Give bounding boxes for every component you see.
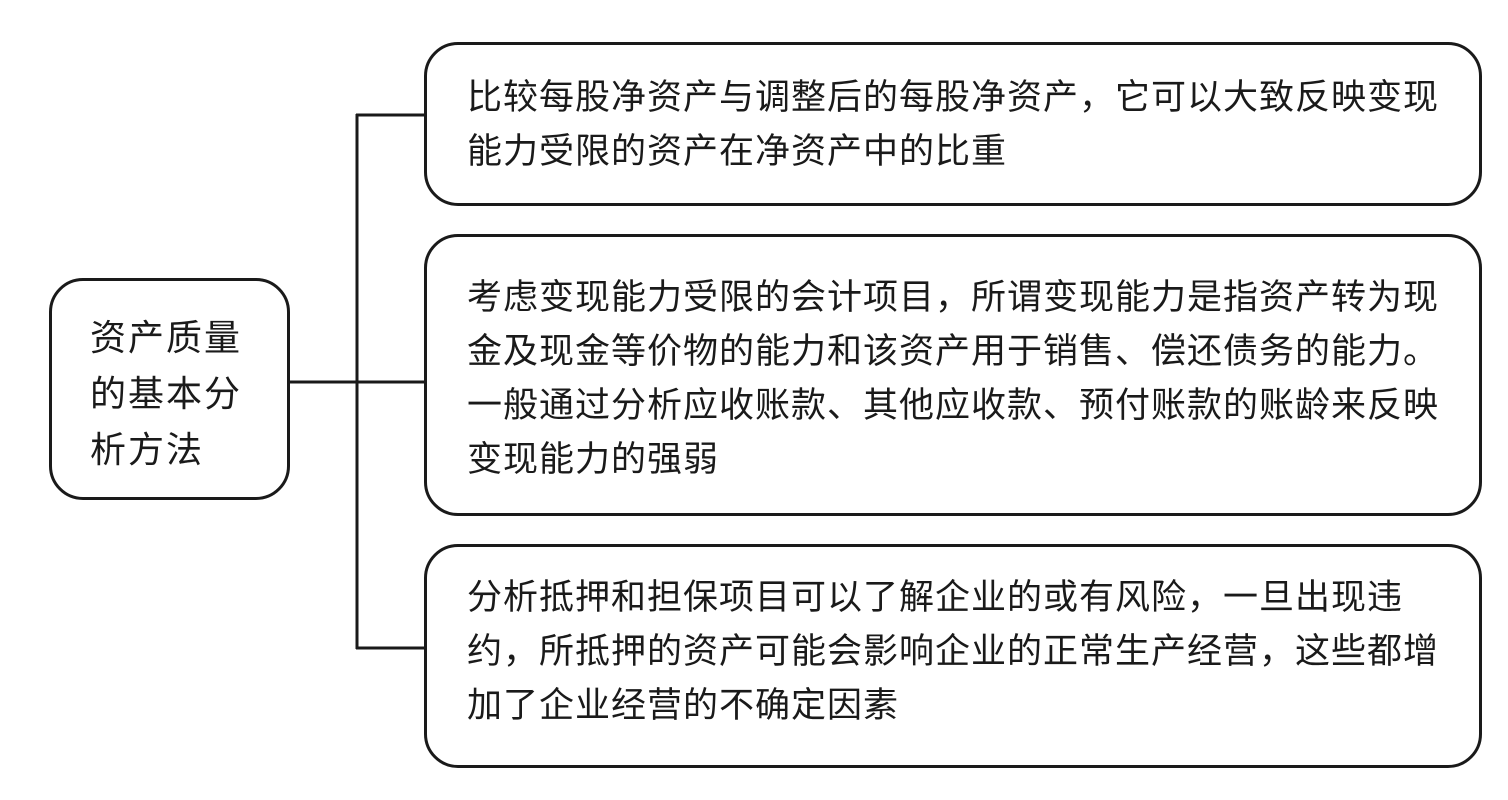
branch-node-3: 分析抵押和担保项目可以了解企业的或有风险，一旦出现违约，所抵押的资产可能会影响企…: [424, 544, 1482, 768]
branch-node-1-text: 比较每股净资产与调整后的每股净资产，它可以大致反映变现能力受限的资产在净资产中的…: [467, 78, 1440, 172]
root-node-label: 资产质量的基本分析方法: [90, 318, 243, 471]
root-node: 资产质量的基本分析方法: [49, 278, 290, 500]
branch-node-1: 比较每股净资产与调整后的每股净资产，它可以大致反映变现能力受限的资产在净资产中的…: [424, 42, 1482, 206]
branch-node-2: 考虑变现能力受限的会计项目，所谓变现能力是指资产转为现金及现金等价物的能力和该资…: [424, 234, 1482, 516]
branch-node-3-text: 分析抵押和担保项目可以了解企业的或有风险，一旦出现违约，所抵押的资产可能会影响企…: [467, 578, 1440, 726]
branch-node-2-text: 考虑变现能力受限的会计项目，所谓变现能力是指资产转为现金及现金等价物的能力和该资…: [467, 278, 1440, 480]
